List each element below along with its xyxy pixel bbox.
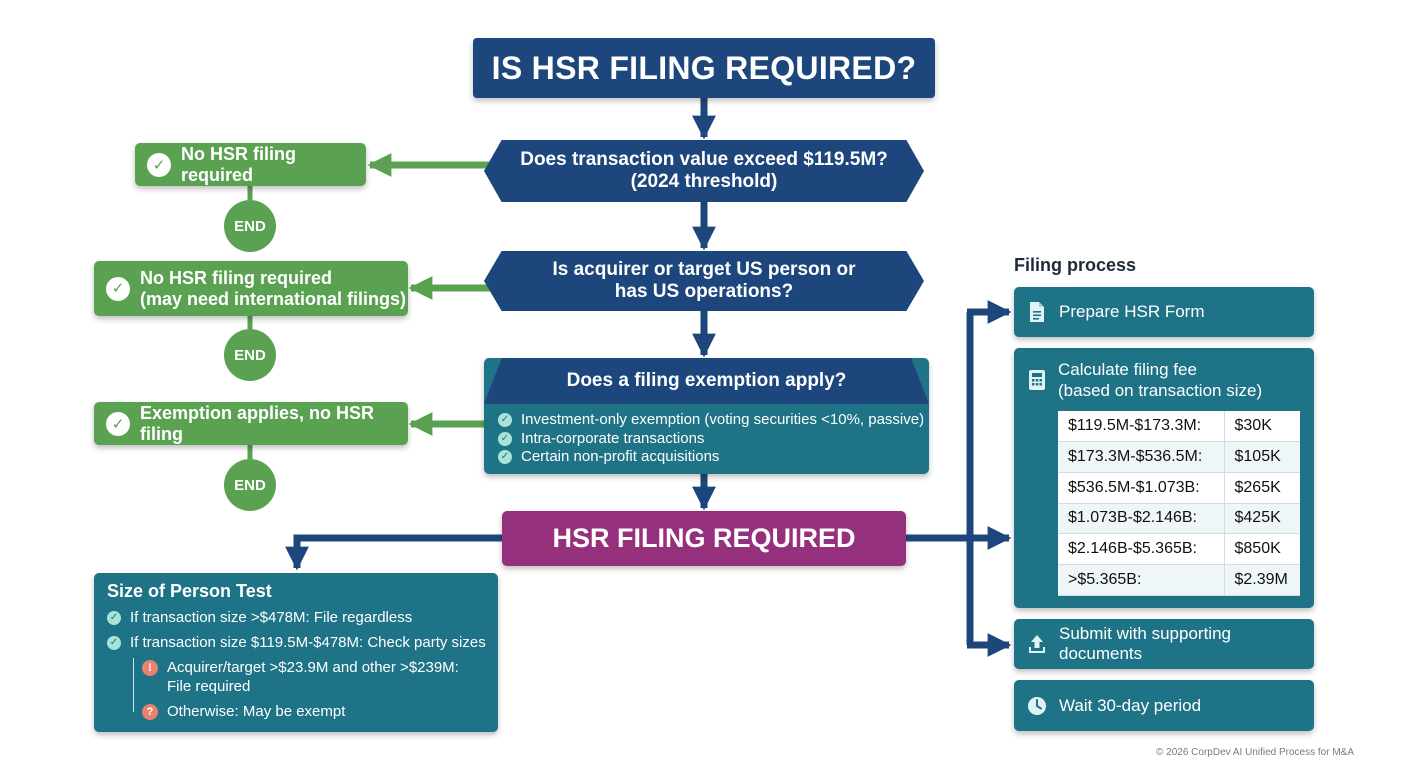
q3-heading: Does a filing exemption apply? xyxy=(484,358,929,404)
check-icon: ✓ xyxy=(106,411,130,436)
panel-title: Size of Person Test xyxy=(107,581,272,601)
check-icon: ✓ xyxy=(106,276,130,301)
tree-connector xyxy=(133,658,141,712)
check-icon: ✓ xyxy=(498,413,512,428)
outcome-label: Exemption applies, no HSR filing xyxy=(140,402,375,444)
fee-amount-cell: $2.39M xyxy=(1223,564,1300,596)
outcome-no-filing-international: ✓ No HSR filing required (may need inter… xyxy=(94,261,408,316)
sop-subitem-label: Otherwise: May be exempt xyxy=(167,703,346,720)
fee-table: $119.5M-$173.3M:$30K$173.3M-$536.5M:$105… xyxy=(1058,411,1300,596)
sop-item-label: If transaction size $119.5M-$478M: Check… xyxy=(130,634,486,651)
exemption-list: ✓ Investment-only exemption (voting secu… xyxy=(498,411,925,467)
outcome-sublabel: (may need international filings) xyxy=(140,288,407,309)
fee-range-cell: $119.5M-$173.3M: xyxy=(1058,411,1224,443)
step-wait: Wait 30-day period xyxy=(1014,680,1314,731)
table-row: $173.3M-$536.5M:$105K xyxy=(1058,441,1300,473)
sop-subitem-label: Acquirer/target >$23.9M and other >$239M… xyxy=(167,659,459,676)
filing-process-title: Filing process xyxy=(1014,255,1137,275)
end-node: END xyxy=(224,329,276,381)
fee-amount-cell: $30K xyxy=(1223,411,1300,443)
arrow-required-sop xyxy=(285,534,502,571)
list-item: ✓ Investment-only exemption (voting secu… xyxy=(498,411,925,430)
filing-required-node: HSR FILING REQUIRED xyxy=(502,511,906,566)
table-row: >$5.365B:$2.39M xyxy=(1058,564,1300,596)
fee-range-cell: >$5.365B: xyxy=(1058,564,1224,596)
list-item: ✓ If transaction size $119.5M-$478M: Che… xyxy=(107,634,486,651)
question-icon: ? xyxy=(142,703,158,720)
size-of-person-panel: Size of Person Test ✓ If transaction siz… xyxy=(94,573,498,732)
step-label: Wait 30-day period xyxy=(1059,695,1202,715)
check-icon: ✓ xyxy=(107,635,121,650)
table-row: $2.146B-$5.365B:$850K xyxy=(1058,533,1300,565)
fee-range-cell: $1.073B-$2.146B: xyxy=(1058,503,1224,535)
step-prepare-form: Prepare HSR Form xyxy=(1014,287,1314,337)
outcome-label: No HSR filing required xyxy=(181,143,296,185)
sop-item-label: If transaction size >$478M: File regardl… xyxy=(130,609,413,626)
outcome-exemption-applies: ✓ Exemption applies, no HSR filing xyxy=(94,402,408,445)
list-item: ✓ If transaction size >$478M: File regar… xyxy=(107,609,412,626)
exemption-item-label: Intra-corporate transactions xyxy=(521,429,705,447)
fee-amount-cell: $265K xyxy=(1223,472,1300,504)
q2-line1: Is acquirer or target US person or xyxy=(552,259,856,280)
fee-range-cell: $173.3M-$536.5M: xyxy=(1058,441,1224,473)
check-icon: ✓ xyxy=(147,152,171,177)
check-icon: ✓ xyxy=(107,610,121,625)
warning-icon: ! xyxy=(142,659,158,676)
step-label: Submit with supporting documents xyxy=(1059,624,1231,663)
q1-line1: Does transaction value exceed $119.5M? xyxy=(520,149,888,170)
list-item: ✓ Intra-corporate transactions xyxy=(498,430,923,449)
check-icon: ✓ xyxy=(498,450,512,465)
step-label: Prepare HSR Form xyxy=(1059,302,1205,321)
list-item: ! Acquirer/target >$23.9M and other >$23… xyxy=(142,659,459,676)
page-title: IS HSR FILING REQUIRED? xyxy=(473,38,935,98)
calculator-icon xyxy=(1029,370,1045,390)
exemption-item-label: Certain non-profit acquisitions xyxy=(521,448,720,465)
outcome-label: No HSR filing required xyxy=(140,267,333,288)
end-node: END xyxy=(224,459,276,511)
fee-amount-cell: $850K xyxy=(1223,533,1300,565)
q1-line2: (2024 threshold) xyxy=(630,171,778,192)
sop-subitem-label: File required xyxy=(167,678,251,695)
footer-copyright: © 2026 CorpDev AI Unified Process for M&… xyxy=(1156,747,1355,758)
fee-amount-cell: $425K xyxy=(1223,503,1300,535)
question-exemption: Does a filing exemption apply? ✓ Investm… xyxy=(484,358,929,474)
fee-range-cell: $2.146B-$5.365B: xyxy=(1058,533,1224,565)
outcome-no-filing: ✓ No HSR filing required xyxy=(135,143,366,186)
exemption-item-label: Investment-only exemption (voting securi… xyxy=(521,411,925,428)
upload-icon xyxy=(1029,635,1045,653)
step-submit: Submit with supporting documents xyxy=(1014,619,1314,669)
step-sublabel: (based on transaction size) xyxy=(1058,381,1263,400)
list-item: ✓ Certain non-profit acquisitions xyxy=(498,448,923,467)
q2-line2: has US operations? xyxy=(614,281,794,302)
fee-range-cell: $536.5M-$1.073B: xyxy=(1058,472,1224,504)
question-transaction-value: Does transaction value exceed $119.5M? (… xyxy=(484,140,924,202)
check-icon: ✓ xyxy=(498,431,512,446)
list-item: ? Otherwise: May be exempt xyxy=(142,703,345,720)
clock-icon xyxy=(1028,696,1046,715)
document-icon xyxy=(1030,302,1044,322)
table-row: $119.5M-$173.3M:$30K xyxy=(1058,411,1300,443)
step-label: Calculate filing fee xyxy=(1058,360,1197,379)
table-row: $536.5M-$1.073B:$265K xyxy=(1058,472,1300,504)
fee-amount-cell: $105K xyxy=(1223,441,1300,473)
table-row: $1.073B-$2.146B:$425K xyxy=(1058,503,1300,535)
list-item-continuation: File required xyxy=(167,678,250,695)
end-node: END xyxy=(224,200,276,252)
question-us-person: Is acquirer or target US person or has U… xyxy=(484,251,924,311)
